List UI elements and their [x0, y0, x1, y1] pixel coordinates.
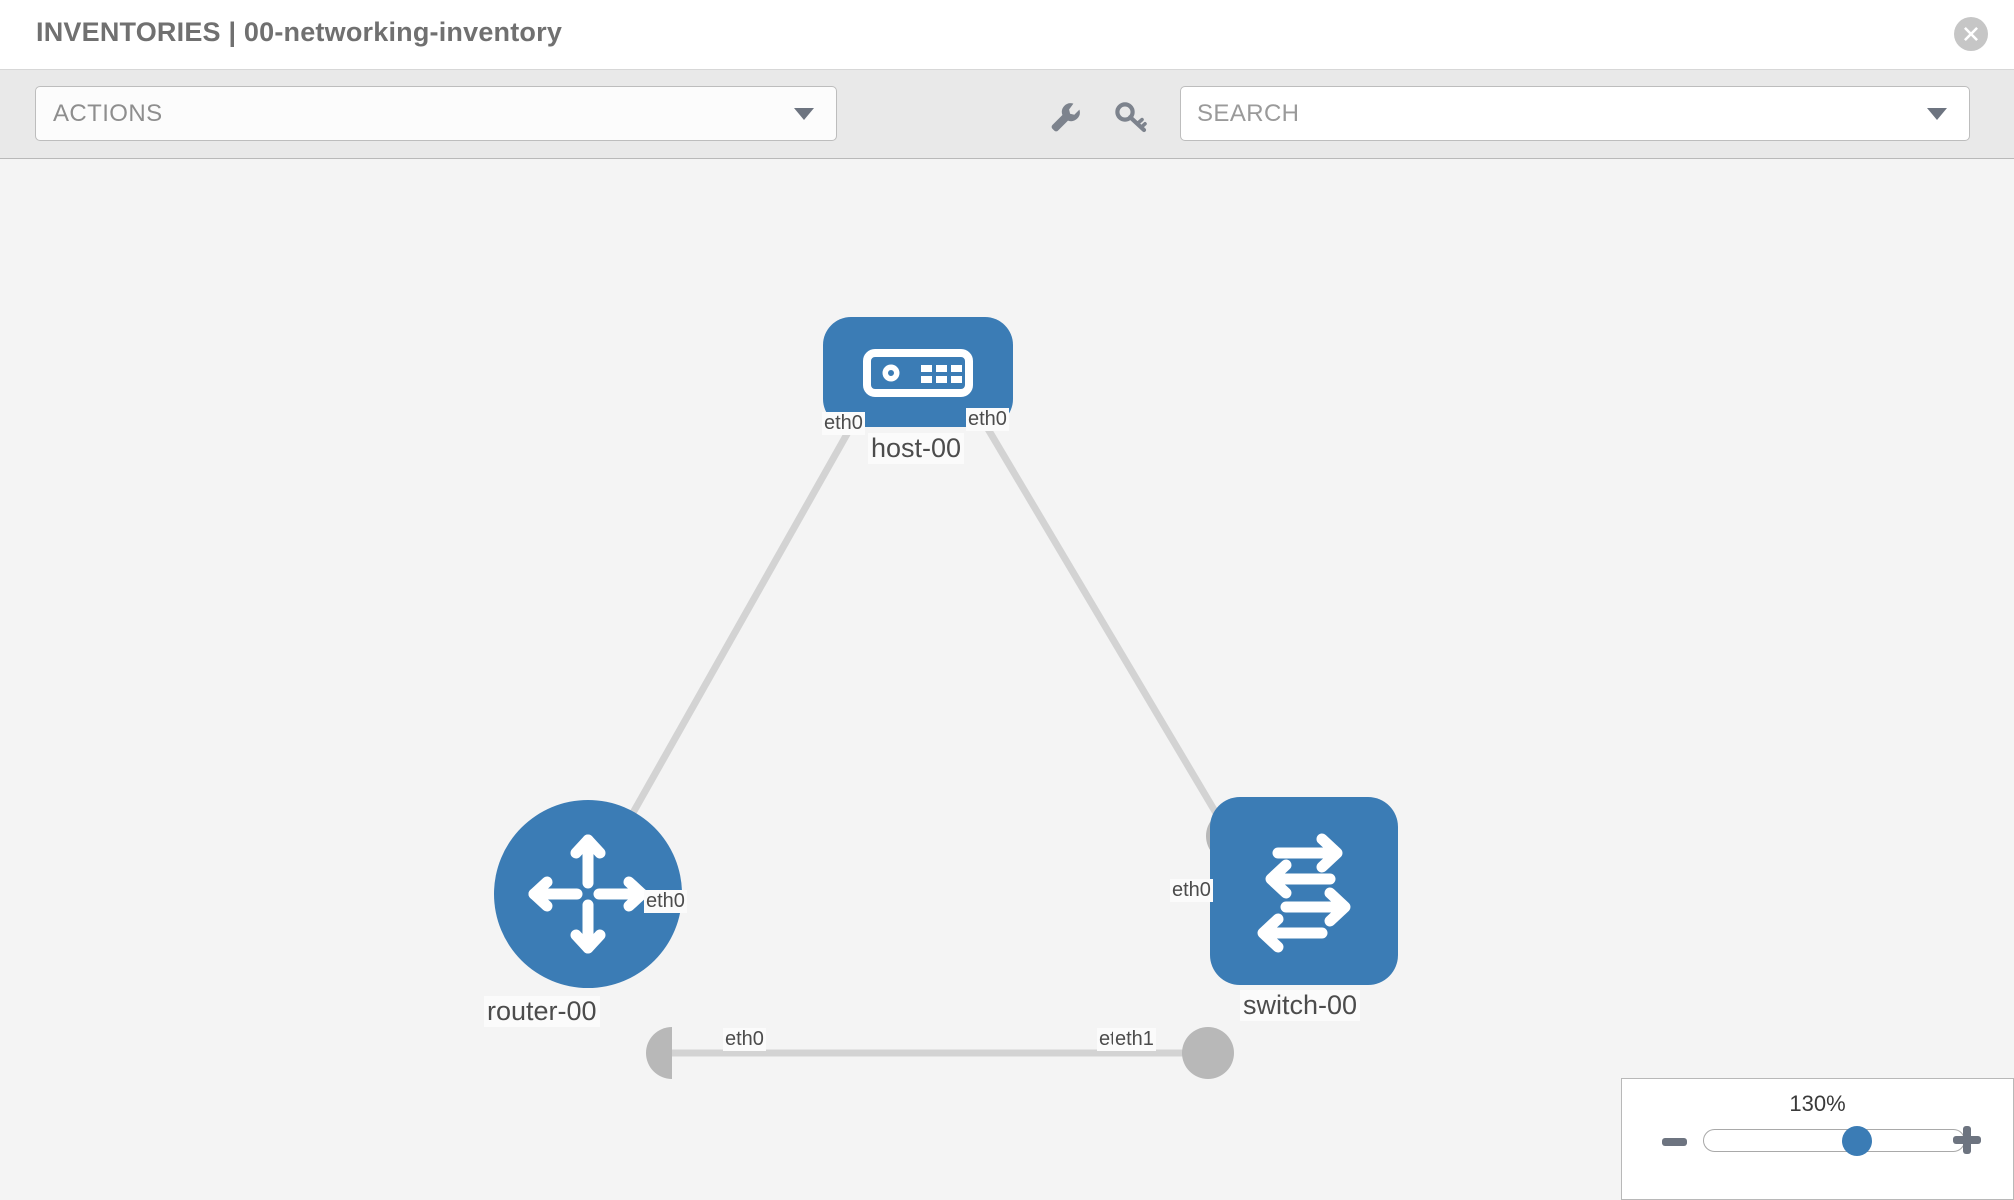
- zoom-slider-track[interactable]: [1703, 1129, 1965, 1152]
- node-switch-00-label: switch-00: [1240, 990, 1361, 1021]
- actions-dropdown-label: ACTIONS: [53, 100, 163, 127]
- zoom-out-button[interactable]: [1662, 1138, 1687, 1146]
- node-switch-00[interactable]: switch-00: [1210, 797, 1398, 1021]
- zoom-in-button[interactable]: [1953, 1125, 1981, 1155]
- port-nub-switch-left[interactable]: [1182, 1027, 1234, 1079]
- port-label-switch-left-b: eth1: [1113, 1028, 1156, 1051]
- node-switch-00-shape[interactable]: [1210, 797, 1398, 985]
- key-icon: [1115, 102, 1147, 133]
- port-label-host-right: eth0: [966, 408, 1009, 431]
- toolbar: ACTIONS: [0, 70, 2014, 159]
- search-box[interactable]: [1180, 86, 1970, 141]
- port-label-host-left: eth0: [822, 412, 865, 435]
- node-host-00-label: host-00: [868, 433, 965, 464]
- port-label-switch-uplink: eth0: [1170, 879, 1213, 902]
- actions-dropdown[interactable]: ACTIONS: [35, 86, 837, 141]
- port-label-router-right: eth0: [723, 1028, 766, 1051]
- close-icon: [1964, 27, 1978, 41]
- page-header: INVENTORIES | 00-networking-inventory: [0, 0, 2014, 70]
- page-title: INVENTORIES | 00-networking-inventory: [36, 17, 563, 47]
- server-icon: [863, 349, 973, 397]
- zoom-control-panel: 130%: [1621, 1078, 2014, 1200]
- node-router-00-label: router-00: [484, 996, 600, 1027]
- zoom-slider-thumb[interactable]: [1842, 1126, 1873, 1156]
- topology-canvas[interactable]: host-00 router-00: [0, 160, 2014, 1200]
- port-nub-router-right[interactable]: [646, 1027, 672, 1079]
- close-button[interactable]: [1954, 17, 1988, 51]
- port-label-router-uplink: eth0: [644, 890, 687, 913]
- wrench-button[interactable]: [1044, 96, 1084, 136]
- topology-links-layer: [608, 338, 1258, 1079]
- router-arrows-icon: [528, 834, 648, 954]
- search-chevron-down-icon[interactable]: [1927, 107, 1947, 120]
- switch-arrows-icon: [1257, 833, 1351, 953]
- wrench-icon: [1051, 103, 1080, 132]
- key-button[interactable]: [1111, 96, 1151, 136]
- zoom-level-label: 130%: [1789, 1091, 1846, 1116]
- link-host-switch[interactable]: [946, 363, 1236, 842]
- link-host-router[interactable]: [608, 363, 890, 852]
- chevron-down-icon: [794, 107, 814, 120]
- search-input[interactable]: [1197, 87, 1897, 140]
